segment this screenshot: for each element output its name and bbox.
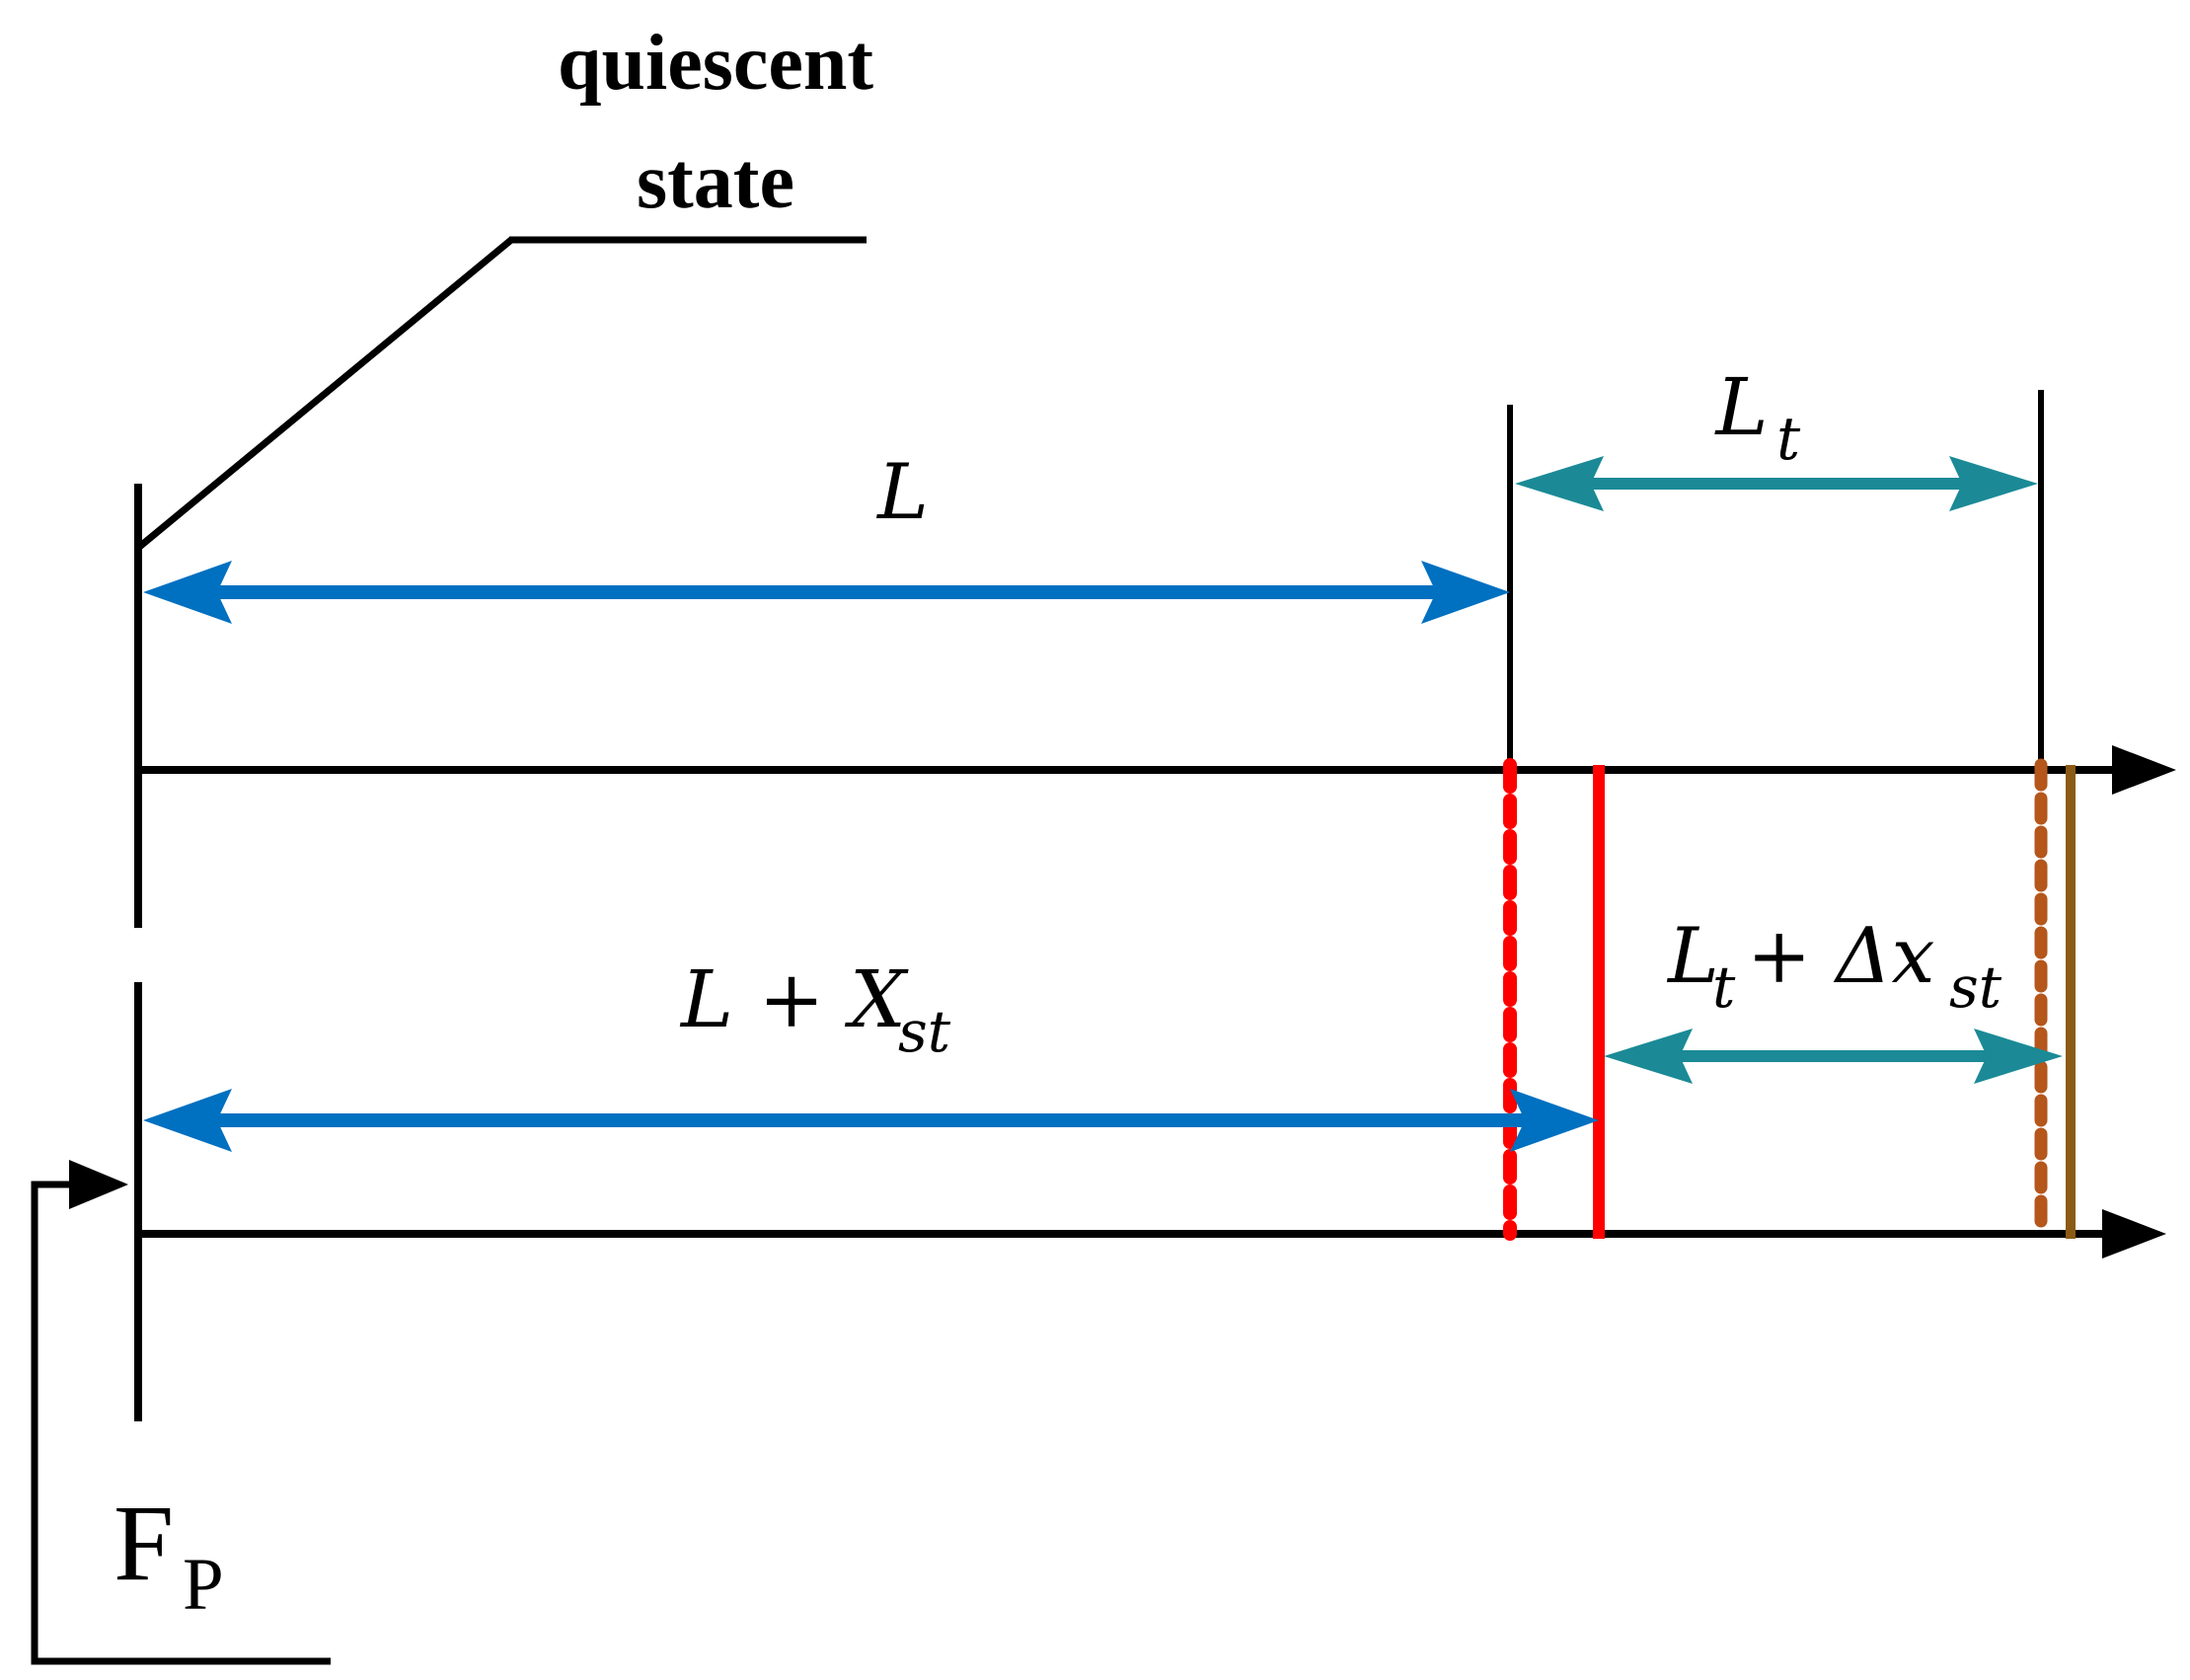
arrow-L-plus-Xst [143, 1089, 1599, 1152]
label-L-plus-Xst: L + X st [679, 954, 951, 1065]
arrow-Lt-plus-dxst [1604, 1029, 2063, 1084]
label-Fp: F P [113, 1483, 224, 1626]
svg-text:L: L [1666, 912, 1719, 1001]
svg-text:F: F [113, 1483, 174, 1603]
arrow-L [143, 561, 1510, 624]
bottom-axis [138, 1209, 2166, 1259]
svg-text:t: t [1776, 405, 1801, 474]
arrow-Lt [1515, 456, 2038, 511]
quiescent-leader [135, 236, 867, 551]
svg-text:st: st [1949, 954, 2002, 1021]
quiescent-label-line1: quiescent [558, 20, 873, 107]
svg-text:st: st [898, 998, 951, 1065]
svg-text:+ Δx: + Δx [1747, 912, 1934, 1001]
label-Lt-plus-dxst: L t + Δx st [1666, 912, 2002, 1021]
svg-text:P: P [183, 1544, 224, 1626]
label-Lt: L t [1713, 361, 1801, 474]
svg-text:L: L [1713, 361, 1768, 453]
label-L: L [875, 448, 929, 537]
svg-text:t: t [1712, 954, 1736, 1021]
svg-text:L + X: L + X [679, 954, 909, 1045]
quiescent-label-line2: state [637, 138, 794, 225]
top-axis [138, 745, 2176, 795]
force-arrow [31, 1160, 331, 1665]
